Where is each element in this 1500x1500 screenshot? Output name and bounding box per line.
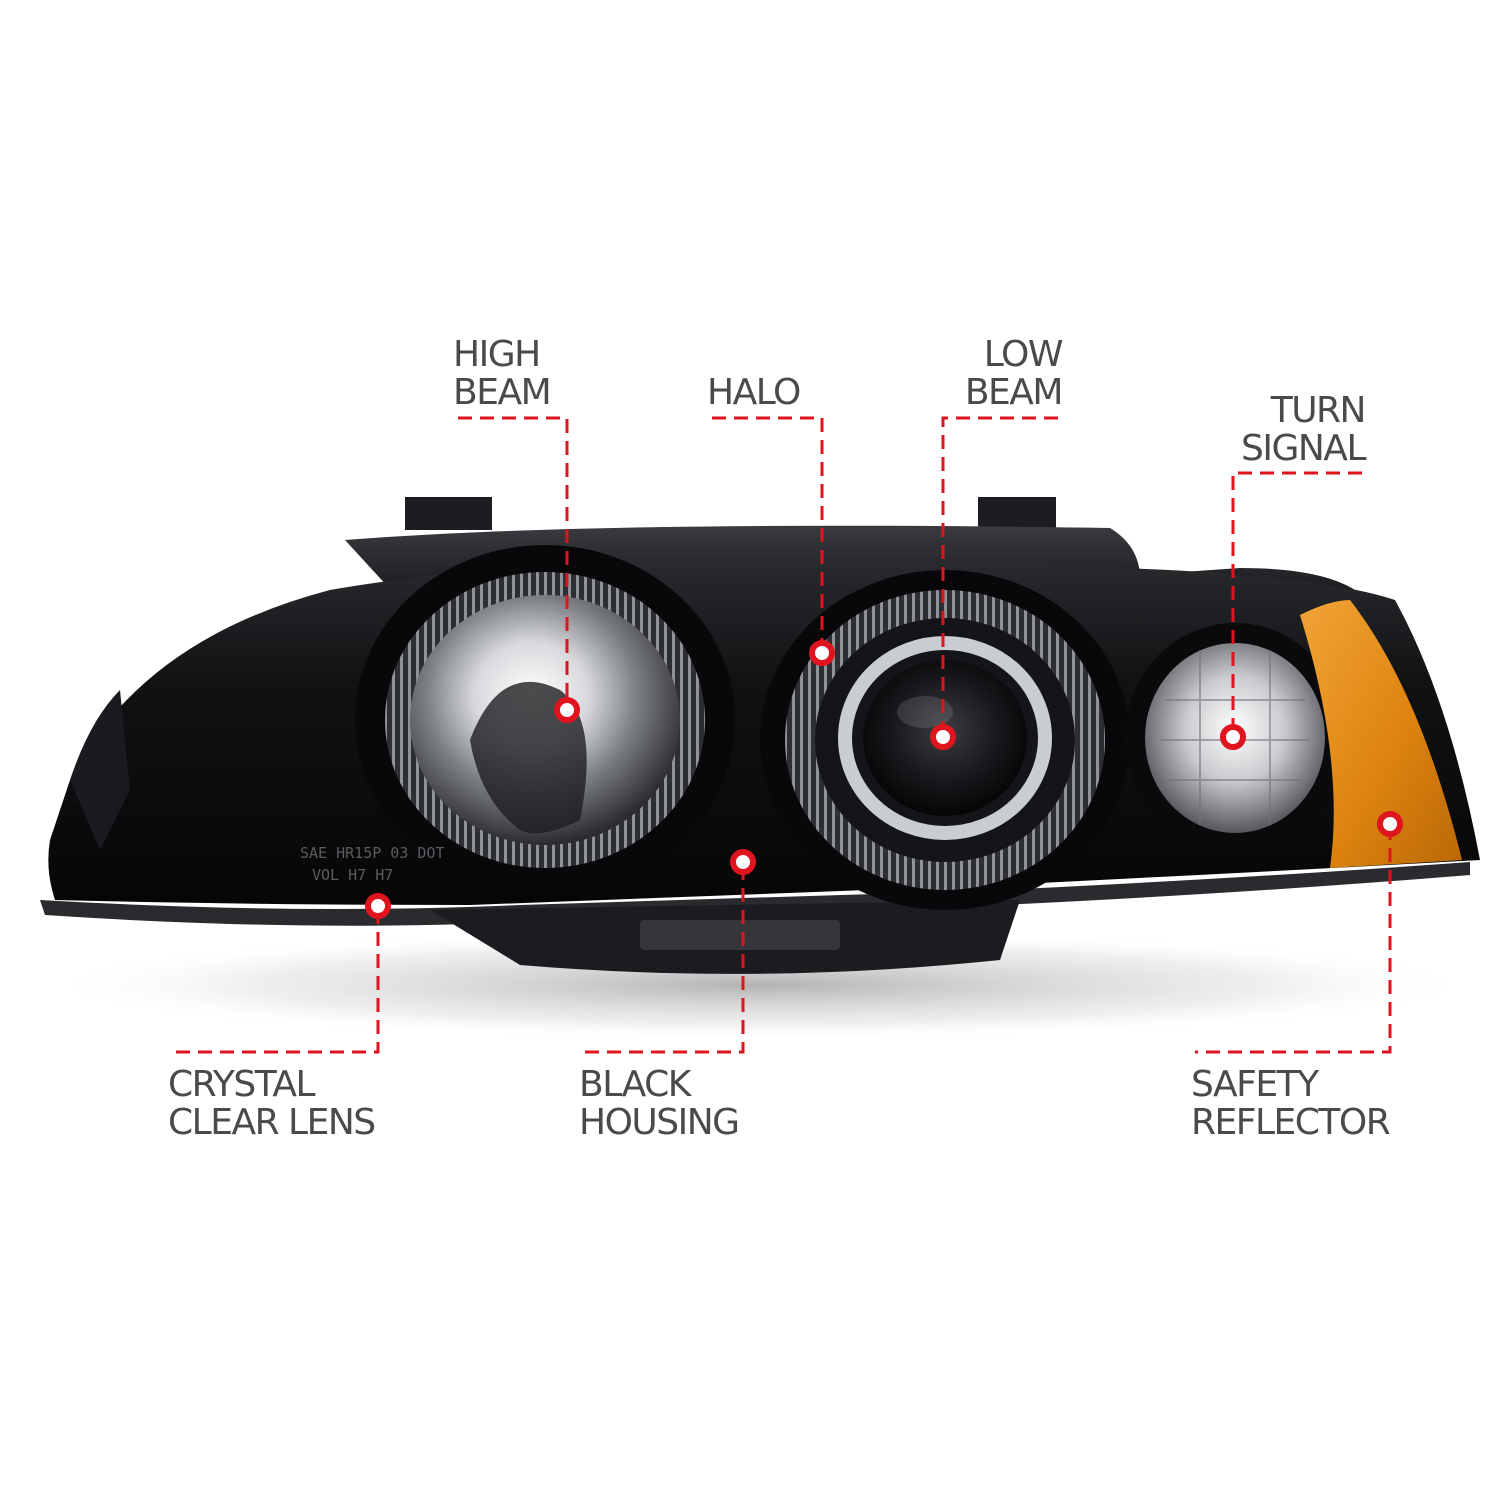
label-high-beam: HIGH BEAM: [453, 334, 552, 413]
marker-crystal-clear-lens: [365, 893, 391, 919]
label-black-housing-line2: HOUSING: [579, 1102, 740, 1143]
marker-safety-reflector: [1377, 811, 1403, 837]
leader-black-housing: [583, 866, 745, 1054]
label-low-beam: LOW BEAM: [940, 334, 1064, 413]
leader-safety-reflector: [1195, 826, 1392, 1054]
marker-halo: [809, 640, 835, 666]
label-crystal-clear-lens-line1: CRYSTAL: [168, 1064, 316, 1105]
label-crystal-clear-lens: CRYSTAL CLEAR LENS: [168, 1064, 376, 1143]
label-halo: HALO: [707, 372, 801, 413]
marker-low-beam: [930, 724, 956, 750]
label-low-beam-line1: LOW: [983, 334, 1064, 375]
projector-chrome-ring: [838, 636, 1052, 840]
high-beam-reflector-shade: [470, 681, 587, 834]
label-high-beam-line1: HIGH: [453, 334, 541, 375]
mounting-tab-right: [978, 497, 1056, 532]
floor-shadow: [40, 930, 1480, 1040]
leader-halo: [712, 416, 824, 650]
marker-turn-signal: [1220, 724, 1246, 750]
label-safety-reflector-line2: REFLECTOR: [1191, 1102, 1391, 1143]
lens-marking-line2: VOL H7 H7: [312, 866, 393, 884]
housing-bottom-lip: [40, 862, 1470, 926]
mounting-tab-left: [405, 497, 492, 530]
bracket-detail: [640, 920, 840, 950]
label-safety-reflector: SAFETY REFLECTOR: [1191, 1064, 1391, 1143]
housing-left-flange: [70, 690, 130, 850]
amber-side-marker: [1300, 600, 1462, 868]
label-halo-line1: HALO: [707, 372, 801, 413]
label-black-housing-line1: BLACK: [579, 1064, 691, 1105]
label-turn-signal-line1: TURN: [1270, 390, 1367, 431]
label-turn-signal: TURN SIGNAL: [1230, 390, 1367, 469]
leader-low-beam: [941, 416, 1058, 733]
label-low-beam-line2: BEAM: [964, 372, 1064, 413]
label-safety-reflector-line1: SAFETY: [1191, 1064, 1319, 1105]
label-crystal-clear-lens-line2: CLEAR LENS: [168, 1102, 376, 1143]
marker-high-beam: [554, 697, 580, 723]
label-turn-signal-line2: SIGNAL: [1241, 428, 1366, 469]
label-black-housing: BLACK HOUSING: [579, 1064, 740, 1143]
projector-highlight: [897, 696, 953, 728]
label-high-beam-line2: BEAM: [453, 372, 552, 413]
leader-crystal-clear-lens: [170, 910, 380, 1054]
marker-black-housing: [730, 849, 756, 875]
lens-marking-line1: SAE HR15P 03 DOT: [300, 844, 445, 862]
